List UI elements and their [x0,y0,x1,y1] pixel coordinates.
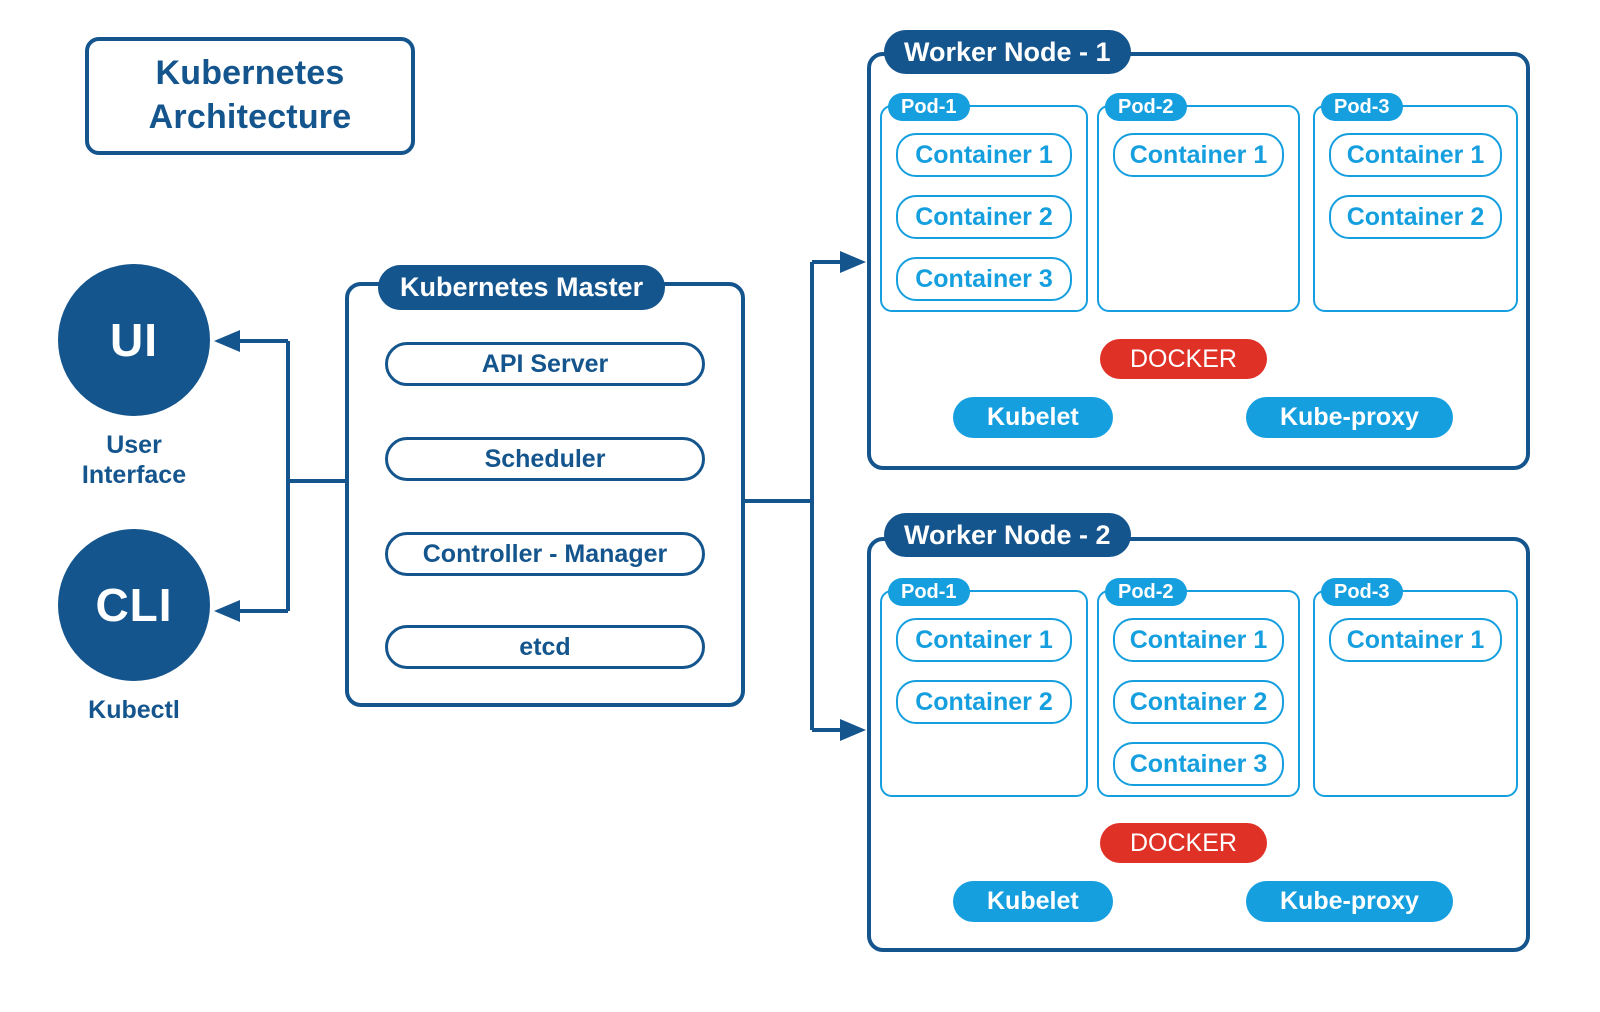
ui-caption-line-2: Interface [81,461,187,489]
worker-1-pod-3-label: Pod-3 [1321,93,1403,121]
worker-1-pod-1-container-3[interactable]: Container 3 [896,257,1072,301]
worker-2-pod-1-container-1[interactable]: Container 1 [896,618,1072,662]
worker-1-pod-3-container-1[interactable]: Container 1 [1329,133,1502,177]
worker-1-pod-1-container-2[interactable]: Container 2 [896,195,1072,239]
worker-2-pod-2-container-2[interactable]: Container 2 [1113,680,1284,724]
worker-1-kube-proxy[interactable]: Kube-proxy [1246,397,1453,438]
worker-1-kubelet[interactable]: Kubelet [953,397,1113,438]
ui-node[interactable]: UI [58,264,210,416]
worker-2-pod-3-label: Pod-3 [1321,578,1403,606]
worker-2-pod-2-label: Pod-2 [1105,578,1187,606]
worker-2-pod-2-container-3[interactable]: Container 3 [1113,742,1284,786]
diagram-title-card: Kubernetes Architecture [85,37,415,155]
worker-1-pod-3[interactable]: Container 1 Container 2 [1313,105,1518,312]
worker-1-pod-2-label: Pod-2 [1105,93,1187,121]
worker-2-pod-2[interactable]: Container 1 Container 2 Container 3 [1097,590,1300,797]
master-component-controller-manager[interactable]: Controller - Manager [385,532,705,576]
worker-2-docker-runtime[interactable]: DOCKER [1100,823,1267,863]
worker-2-kubelet[interactable]: Kubelet [953,881,1113,922]
worker-2-kube-proxy[interactable]: Kube-proxy [1246,881,1453,922]
worker-2-pod-1-container-2[interactable]: Container 2 [896,680,1072,724]
ui-label: UI [110,314,158,366]
worker-2-pod-3-container-1[interactable]: Container 1 [1329,618,1502,662]
ui-caption: User Interface [39,430,229,490]
cli-caption: Kubectl [88,696,180,724]
master-component-api-server[interactable]: API Server [385,342,705,386]
worker-node-1-header: Worker Node - 1 [884,30,1131,74]
worker-2-pod-2-container-1[interactable]: Container 1 [1113,618,1284,662]
cli-node[interactable]: CLI [58,529,210,681]
cli-label: CLI [95,579,173,631]
worker-1-pod-1-container-1[interactable]: Container 1 [896,133,1072,177]
title-line-1: Kubernetes [155,54,345,93]
worker-2-pod-3[interactable]: Container 1 [1313,590,1518,797]
master-component-scheduler[interactable]: Scheduler [385,437,705,481]
worker-1-pod-1[interactable]: Container 1 Container 2 Container 3 [880,105,1088,312]
master-component-etcd[interactable]: etcd [385,625,705,669]
worker-2-pod-1[interactable]: Container 1 Container 2 [880,590,1088,797]
kubernetes-master-header: Kubernetes Master [378,265,666,310]
worker-1-pod-2-container-1[interactable]: Container 1 [1113,133,1284,177]
title-line-2: Architecture [148,98,352,136]
worker-1-pod-3-container-2[interactable]: Container 2 [1329,195,1502,239]
worker-1-pod-1-label: Pod-1 [888,93,970,121]
ui-caption-line-1: User [106,431,162,459]
worker-node-2-header: Worker Node - 2 [884,513,1131,557]
worker-1-docker-runtime[interactable]: DOCKER [1100,339,1267,379]
worker-1-pod-2[interactable]: Container 1 [1097,105,1300,312]
worker-2-pod-1-label: Pod-1 [888,578,970,606]
